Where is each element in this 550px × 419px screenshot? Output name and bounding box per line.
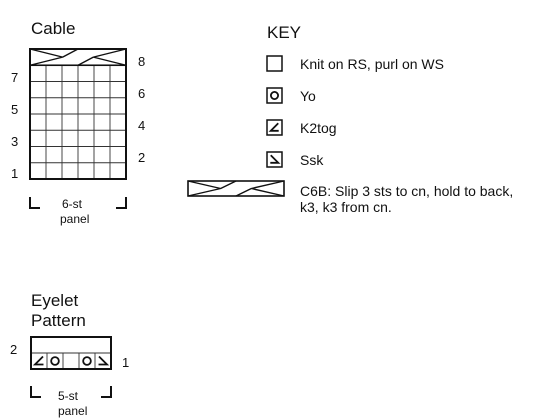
key-title: KEY <box>267 23 302 42</box>
eyelet-row-number-1: 1 <box>122 355 130 370</box>
key-label-knit: Knit on RS, purl on WS <box>300 56 444 72</box>
key-ssk-icon <box>270 154 281 164</box>
eyelet-chart-border <box>30 336 112 370</box>
key-label-c6b-2: k3, k3 from cn. <box>300 199 392 215</box>
row-number-1: 1 <box>11 166 19 181</box>
eyelet-panel-label-2: panel <box>58 404 88 418</box>
cable-chart-border <box>29 48 127 180</box>
chart-cable-c6b-symbol <box>29 48 127 67</box>
row-number-5: 5 <box>11 102 19 117</box>
eyelet-panel-label: 5-st <box>58 389 79 403</box>
eyelet-chart-title-2: Pattern <box>31 311 86 330</box>
key-label-c6b: C6B: Slip 3 sts to cn, hold to back, <box>300 183 514 199</box>
row-number-6: 6 <box>138 86 146 101</box>
eyelet-k2tog-icon <box>32 355 44 366</box>
cable-chart-title: Cable <box>31 19 76 38</box>
cable-panel-label-2: panel <box>60 212 90 226</box>
eyelet-yo-icon <box>50 356 60 366</box>
cable-panel-bracket <box>29 197 127 209</box>
eyelet-ssk-icon <box>98 355 110 366</box>
row-number-2: 2 <box>138 150 146 165</box>
eyelet-row-number-2: 2 <box>10 342 18 357</box>
key-knit-box <box>266 55 283 72</box>
eyelet-chart-title: Eyelet <box>31 291 79 310</box>
row-number-4: 4 <box>138 118 146 133</box>
eyelet-panel-bracket <box>30 386 112 398</box>
key-label-ssk: Ssk <box>300 152 324 168</box>
key-c6b-icon <box>187 180 285 197</box>
cable-panel-label: 6-st <box>62 197 83 211</box>
eyelet-yo-icon <box>82 356 92 366</box>
key-k2tog-icon <box>268 122 279 132</box>
row-number-8: 8 <box>138 54 146 69</box>
key-yo-icon <box>269 91 279 101</box>
key-label-yo: Yo <box>300 88 316 104</box>
key-yo-box <box>266 87 283 104</box>
key-label-k2tog: K2tog <box>300 120 337 136</box>
row-number-3: 3 <box>11 134 19 149</box>
row-number-7: 7 <box>11 70 19 85</box>
